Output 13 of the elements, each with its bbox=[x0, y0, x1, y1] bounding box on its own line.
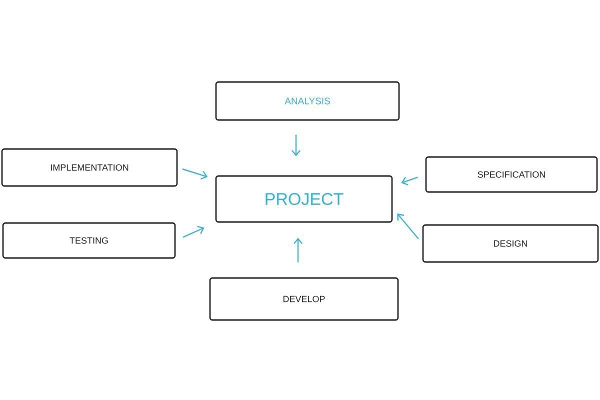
arrow bbox=[294, 238, 302, 262]
arrow bbox=[292, 134, 300, 156]
arrow bbox=[182, 168, 208, 180]
process-box: IMPLEMENTATION bbox=[1, 148, 178, 187]
arrow bbox=[401, 176, 418, 186]
hub-box: PROJECT bbox=[215, 175, 393, 223]
process-box: TESTING bbox=[2, 222, 176, 259]
arrow bbox=[397, 213, 419, 240]
arrow bbox=[182, 226, 204, 238]
process-box: DEVELOP bbox=[209, 277, 399, 321]
process-box: DESIGN bbox=[422, 224, 599, 263]
process-box: ANALYSIS bbox=[215, 81, 400, 121]
process-box: SPECIFICATION bbox=[425, 156, 598, 193]
